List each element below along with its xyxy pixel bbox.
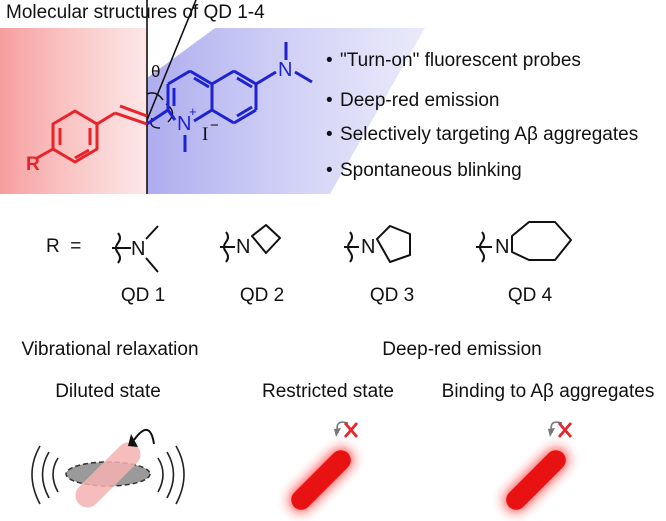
r-group-label: R bbox=[26, 154, 40, 175]
feature-bullet-deep-red: •Deep-red emission bbox=[326, 90, 500, 111]
blue-panel bbox=[147, 28, 425, 194]
amine-nitrogen-label: N bbox=[278, 59, 293, 81]
deep-red-emission-heading: Deep-red emission bbox=[382, 339, 542, 360]
feature-bullet-abeta: •Selectively targeting Aβ aggregates bbox=[326, 124, 639, 145]
theta-label: θ bbox=[151, 62, 161, 81]
iodide-charge: − bbox=[210, 117, 219, 134]
vibrational-relaxation-heading: Vibrational relaxation bbox=[21, 339, 199, 360]
tilted-reference-line bbox=[146, 0, 197, 121]
angle-arc bbox=[146, 92, 164, 101]
figure-title: Molecular structures of QD 1-4 bbox=[6, 2, 265, 23]
qd3-label: QD 3 bbox=[369, 285, 415, 306]
feature-bullet-blinking: •Spontaneous blinking bbox=[326, 160, 522, 181]
ring-nitrogen-label: N bbox=[177, 113, 192, 135]
quinolinium-fragment bbox=[146, 42, 313, 152]
nitrogen-plus-charge: + bbox=[189, 104, 197, 119]
qd1-label: QD 1 bbox=[120, 285, 166, 306]
r-equals-label: R = bbox=[46, 236, 82, 257]
styryl-fragment bbox=[36, 104, 148, 164]
qd4-label: QD 4 bbox=[507, 285, 553, 306]
feature-bullet-turn-on: •"Turn-on" fluorescent probes bbox=[326, 50, 581, 71]
qd3-nitrogen: N bbox=[361, 236, 376, 258]
iodide-label: I bbox=[202, 124, 209, 145]
restricted-state-label: Restricted state bbox=[262, 381, 394, 402]
qd1-nitrogen: N bbox=[131, 238, 146, 260]
qd2-label: QD 2 bbox=[239, 285, 285, 306]
qd2-nitrogen: N bbox=[236, 236, 251, 258]
diluted-state-label: Diluted state bbox=[55, 381, 161, 402]
qd4-nitrogen: N bbox=[495, 236, 510, 258]
binding-abeta-label: Binding to Aβ aggregates bbox=[441, 381, 655, 402]
